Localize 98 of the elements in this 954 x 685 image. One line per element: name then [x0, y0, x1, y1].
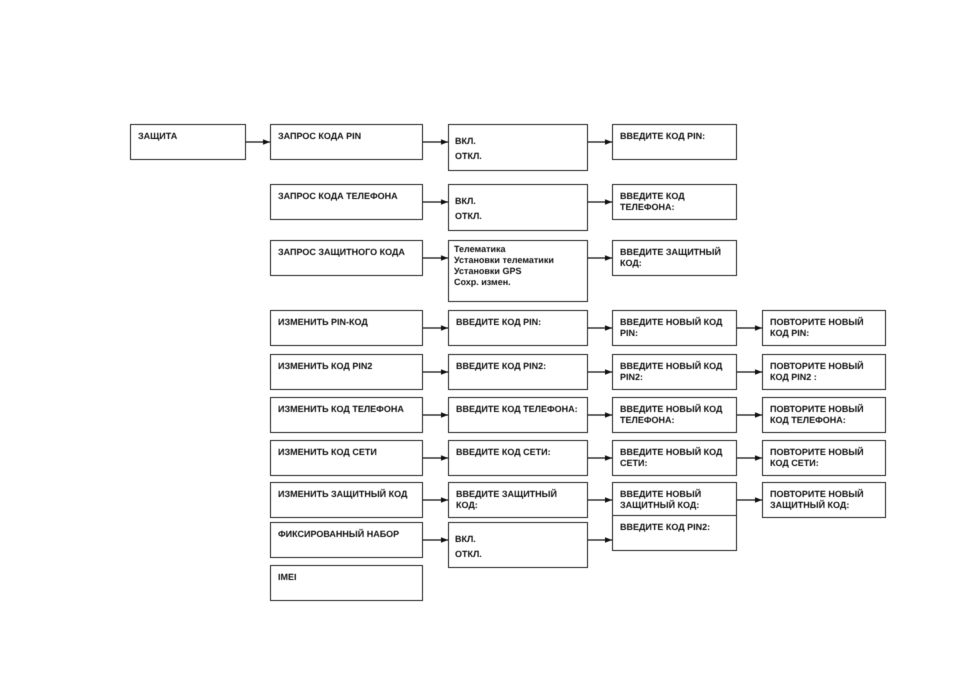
menu-box: [270, 240, 423, 276]
menu-box: [270, 124, 423, 160]
menu-text: ФИКСИРОВАННЫЙ НАБОР: [278, 529, 400, 540]
arrow: [737, 369, 762, 375]
menu-text: ВВЕДИТЕ КОД СЕТИ:: [456, 447, 552, 458]
menu-box: [762, 397, 886, 433]
menu-text: ЗАПРОС КОДА ТЕЛЕФОНА: [278, 191, 399, 202]
menu-box: [612, 240, 737, 276]
menu-text: ПОВТОРИТЕ НОВЫЙ КОД ТЕЛЕФОНА:: [770, 404, 865, 426]
menu-box: [762, 440, 886, 476]
menu-text: Установки телематики: [454, 255, 555, 266]
menu-text: ПОВТОРИТЕ НОВЫЙ КОД PIN2 :: [770, 361, 865, 383]
arrow: [588, 369, 612, 375]
menu-box: [270, 522, 423, 558]
arrow: [737, 497, 762, 503]
arrow: [423, 537, 448, 543]
arrow: [737, 412, 762, 418]
menu-text: ВВЕДИТЕ НОВЫЙ КОД PIN:: [620, 317, 724, 339]
arrow: [423, 369, 448, 375]
arrow: [588, 412, 612, 418]
menu-text: ВКЛ.: [455, 196, 477, 207]
menu-box: [448, 482, 588, 518]
menu-text: ИЗМЕНИТЬ КОД PIN2: [278, 361, 374, 372]
menu-text: ВКЛ.: [455, 534, 477, 545]
arrow: [588, 139, 612, 145]
menu-text: ОТКЛ.: [455, 211, 483, 222]
menu-box: [270, 440, 423, 476]
menu-text: ИЗМЕНИТЬ PIN-КОД: [278, 317, 369, 328]
menu-text: ПОВТОРИТЕ НОВЫЙ ЗАЩИТНЫЙ КОД:: [770, 489, 865, 511]
menu-box: [612, 440, 737, 476]
menu-box: [130, 124, 246, 160]
menu-text: ВВЕДИТЕ КОД ТЕЛЕФОНА:: [620, 191, 686, 213]
menu-box: [612, 482, 737, 518]
menu-box: [612, 397, 737, 433]
menu-text: ВВЕДИТЕ НОВЫЙ КОД ТЕЛЕФОНА:: [620, 404, 724, 426]
menu-box: [612, 515, 737, 551]
menu-box: [762, 482, 886, 518]
menu-text: ПОВТОРИТЕ НОВЫЙ КОД СЕТИ:: [770, 447, 865, 469]
menu-box: [448, 184, 588, 231]
menu-text: ВВЕДИТЕ КОД PIN2:: [456, 361, 548, 372]
menu-box: [612, 354, 737, 390]
arrow: [423, 255, 448, 261]
menu-text: ВВЕДИТЕ НОВЫЙ КОД PIN2:: [620, 361, 724, 383]
menu-text: ВВЕДИТЕ ЗАЩИТНЫЙ КОД:: [620, 247, 722, 269]
menu-box: [270, 310, 423, 346]
menu-text: ЗАЩИТА: [138, 131, 178, 142]
menu-box: [270, 184, 423, 220]
menu-text: ИЗМЕНИТЬ ЗАЩИТНЫЙ КОД: [278, 489, 408, 500]
arrow: [737, 325, 762, 331]
menu-box: [612, 184, 737, 220]
arrow: [246, 139, 270, 145]
arrow: [423, 497, 448, 503]
menu-text: ВВЕДИТЕ КОД PIN:: [456, 317, 542, 328]
arrow: [588, 199, 612, 205]
menu-text: ЗАПРОС КОДА PIN: [278, 131, 362, 142]
menu-text: Установки GPS: [454, 266, 522, 277]
menu-text: ОТКЛ.: [455, 151, 483, 162]
menu-text: ВВЕДИТЕ КОД PIN:: [620, 131, 706, 142]
menu-box: [448, 240, 588, 302]
menu-text: ИЗМЕНИТЬ КОД ТЕЛЕФОНА: [278, 404, 405, 415]
menu-box: [270, 565, 423, 601]
menu-box: [612, 124, 737, 160]
menu-box: [448, 397, 588, 433]
menu-text: ВВЕДИТЕ КОД ТЕЛЕФОНА:: [456, 404, 579, 415]
menu-text: ПОВТОРИТЕ НОВЫЙ КОД PIN:: [770, 317, 865, 339]
arrow: [588, 537, 612, 543]
arrow: [588, 255, 612, 261]
menu-text: ВКЛ.: [455, 136, 477, 147]
menu-box: [270, 397, 423, 433]
arrow: [588, 455, 612, 461]
arrow: [737, 455, 762, 461]
menu-box: [270, 482, 423, 518]
menu-text: ВВЕДИТЕ ЗАЩИТНЫЙ КОД:: [456, 489, 558, 511]
menu-text: ОТКЛ.: [455, 549, 483, 560]
menu-text: IMEI: [278, 572, 298, 583]
menu-box: [448, 440, 588, 476]
menu-text: ИЗМЕНИТЬ КОД СЕТИ: [278, 447, 378, 458]
menu-box: [448, 522, 588, 568]
arrow: [423, 199, 448, 205]
menu-text: Сохр. измен.: [454, 277, 512, 288]
arrow: [423, 412, 448, 418]
menu-box: [448, 354, 588, 390]
menu-box: [762, 310, 886, 346]
menu-text: Телематика: [454, 244, 507, 255]
arrow: [588, 497, 612, 503]
arrow: [588, 325, 612, 331]
menu-text: ВВЕДИТЕ КОД PIN2:: [620, 522, 712, 533]
menu-text: ЗАПРОС ЗАЩИТНОГО КОДА: [278, 247, 406, 258]
menu-box: [612, 310, 737, 346]
menu-text: ВВЕДИТЕ НОВЫЙ КОД СЕТИ:: [620, 447, 724, 469]
menu-box: [762, 354, 886, 390]
menu-box: [270, 354, 423, 390]
menu-text: ВВЕДИТЕ НОВЫЙ ЗАЩИТНЫЙ КОД:: [620, 489, 702, 511]
menu-box: [448, 124, 588, 171]
arrow: [423, 325, 448, 331]
menu-box: [448, 310, 588, 346]
arrow: [423, 455, 448, 461]
arrow: [423, 139, 448, 145]
